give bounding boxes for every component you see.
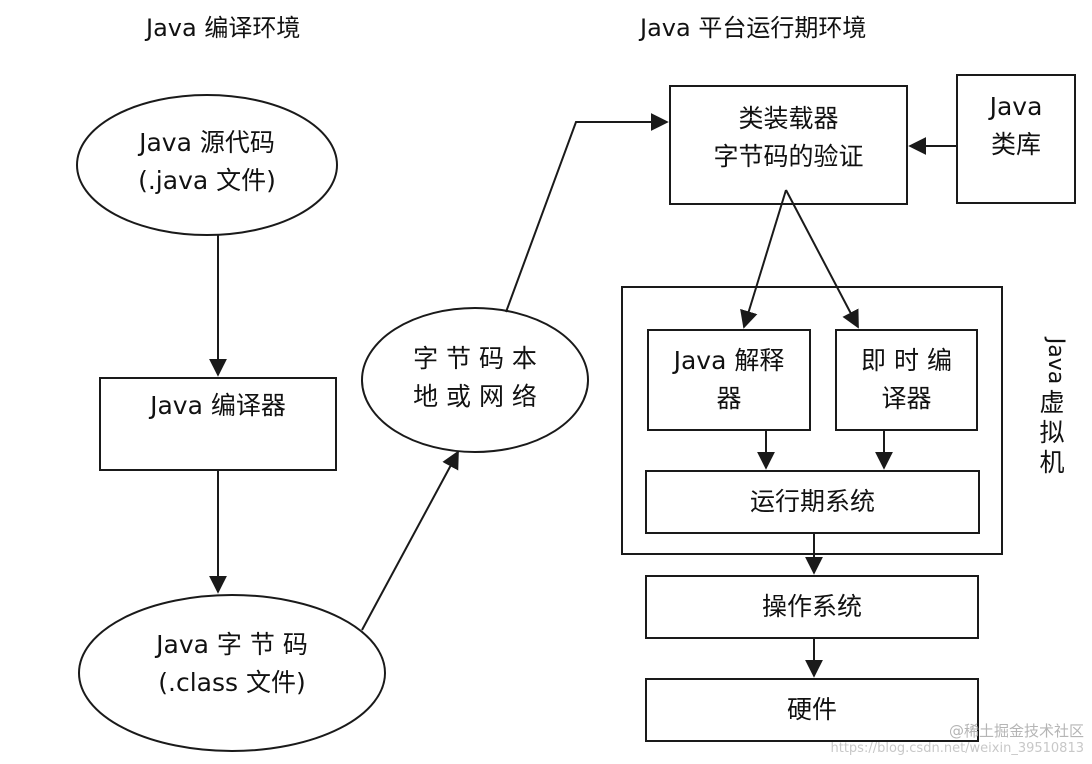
jvm-label: Java 虚 拟 机 <box>1032 337 1072 478</box>
source-code-label: Java 源代码 (.java 文件) <box>100 124 314 200</box>
watermark-line1: @稀土掘金技术社区 <box>948 722 1084 740</box>
watermark-line2: https://blog.csdn.net/weixin_39510813 <box>830 741 1084 756</box>
arrow-bytecode-to-transfer <box>361 450 459 631</box>
transfer-ellipse <box>361 307 589 453</box>
jvm-label-char-2: 拟 <box>1039 418 1065 447</box>
watermark: @稀土掘金技术社区 https://blog.csdn.net/weixin_3… <box>830 722 1084 758</box>
arrow-transfer-to-loader <box>505 113 669 313</box>
jvm-label-char-3: 机 <box>1039 448 1065 477</box>
interpreter-label: Java 解释 器 <box>648 342 810 418</box>
interpreter-line1: Java 解释 <box>673 346 785 375</box>
jit-compiler-box <box>835 329 978 431</box>
transfer-line2: 地 或 网 络 <box>413 382 537 411</box>
arrow-loader-to-interpreter <box>740 189 787 329</box>
compile-env-heading: Java 编译环境 <box>146 14 301 42</box>
compiler-label: Java 编译器 <box>150 391 286 420</box>
jit-compiler-line2: 译器 <box>881 384 932 413</box>
bytecode-label: Java 字 节 码 (.class 文件) <box>110 626 354 702</box>
class-library-line2: 类库 <box>990 130 1041 159</box>
transfer-label: 字 节 码 本 地 或 网 络 <box>385 340 565 416</box>
loader-line1: 类装载器 <box>738 104 839 133</box>
transfer-line1: 字 节 码 本 <box>413 344 537 373</box>
class-library-line1: Java <box>989 92 1043 121</box>
arrow-loader-to-jit <box>785 189 859 329</box>
bytecode-line1: Java 字 节 码 <box>156 630 308 659</box>
jvm-label-latin: Java <box>1043 337 1069 385</box>
interpreter-line2: 器 <box>716 384 742 413</box>
class-library-label: Java 类库 <box>957 88 1075 164</box>
runtime-system-label: 运行期系统 <box>749 487 875 516</box>
source-code-line2: (.java 文件) <box>138 166 276 195</box>
bytecode-ellipse <box>78 594 386 752</box>
source-code-line1: Java 源代码 <box>139 128 275 157</box>
loader-label: 类装载器 字节码的验证 <box>670 100 907 176</box>
runtime-env-heading: Java 平台运行期环境 <box>640 14 867 42</box>
runtime-system-box <box>645 470 980 534</box>
hardware-label: 硬件 <box>786 695 837 724</box>
compiler-box <box>99 377 337 471</box>
jit-compiler-line1: 即 时 编 <box>861 346 952 375</box>
class-library-box <box>956 74 1076 204</box>
bytecode-line2: (.class 文件) <box>158 668 306 697</box>
source-code-ellipse <box>76 94 338 236</box>
loader-box <box>669 85 908 205</box>
jvm-label-char-1: 虚 <box>1039 388 1065 417</box>
os-label: 操作系统 <box>761 592 862 621</box>
os-box <box>645 575 979 639</box>
jit-compiler-label: 即 时 编 译器 <box>836 342 977 418</box>
loader-line2: 字节码的验证 <box>713 142 864 171</box>
interpreter-box <box>647 329 811 431</box>
hardware-box <box>645 678 979 742</box>
